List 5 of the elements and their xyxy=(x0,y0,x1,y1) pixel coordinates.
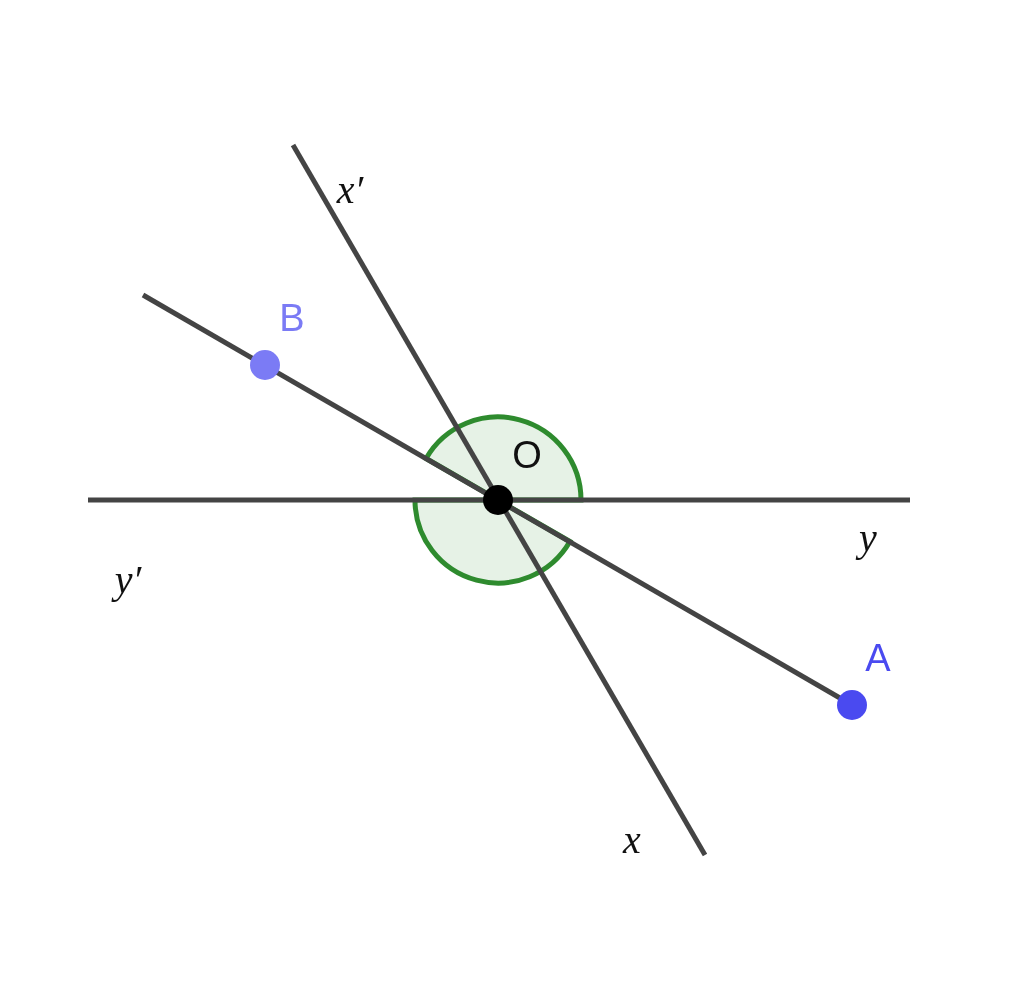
point-label: O xyxy=(512,436,542,474)
point-label: A xyxy=(865,639,891,677)
line-label: x xyxy=(623,820,641,860)
line-label: x′ xyxy=(336,170,364,210)
point-label: B xyxy=(279,299,305,337)
